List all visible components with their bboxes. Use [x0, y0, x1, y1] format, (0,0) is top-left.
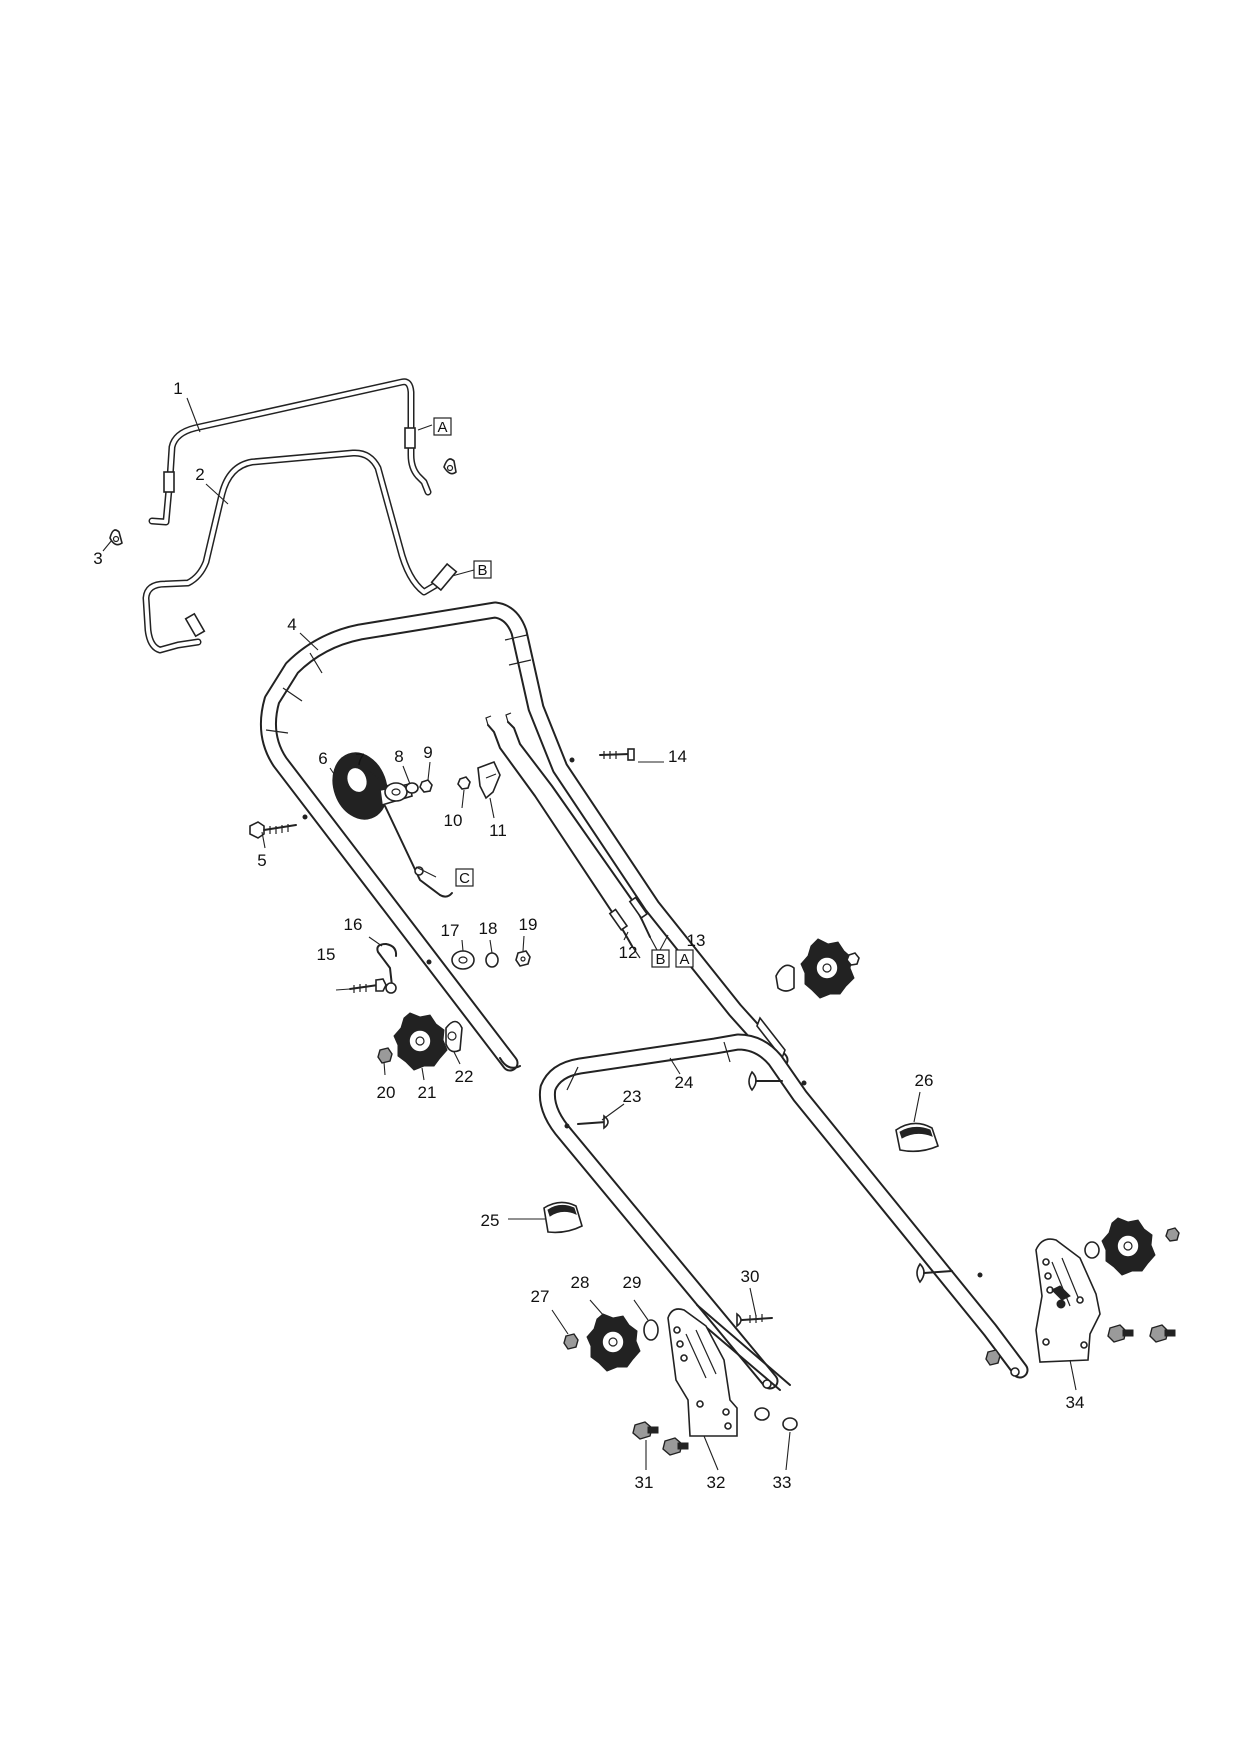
part-22-cam-lever: [445, 1020, 463, 1053]
bracket-right-nut: [985, 1227, 1180, 1366]
callout-14: 14: [668, 747, 687, 766]
callout-11: 11: [489, 821, 507, 840]
part-16-hairpin-clip: [376, 943, 398, 994]
callout-29: 29: [623, 1273, 642, 1292]
part-2-blade-control-bail: [142, 449, 458, 654]
part-18-lock-washer: [485, 952, 499, 968]
part-1-drive-control-bail: [148, 378, 432, 526]
callout-26: 26: [915, 1071, 934, 1090]
callout-15: 15: [317, 945, 336, 964]
callout-31: 31: [635, 1473, 654, 1492]
ref-box-b-top: B: [473, 560, 492, 579]
callout-22: 22: [455, 1067, 474, 1086]
part-20-nut: [377, 1047, 393, 1064]
part-3-cable-clip: [109, 458, 457, 546]
part-6-control-lever: [332, 752, 453, 898]
callout-7: 7: [355, 750, 364, 769]
part-10-nut: [457, 776, 471, 790]
part-31-bolt: [632, 1421, 689, 1456]
part-28-star-knob: [586, 1313, 641, 1372]
callout-20: 20: [377, 1083, 396, 1102]
callout-34: 34: [1066, 1393, 1085, 1412]
ref-letter-c: C: [459, 870, 470, 887]
ref-box-a-top: A: [433, 417, 452, 436]
part-21-star-knob: [393, 1012, 448, 1071]
ref-box-c: C: [455, 868, 474, 887]
part-17-washer: [451, 950, 475, 970]
callout-10: 10: [444, 811, 463, 830]
part-27-nut: [563, 1333, 579, 1350]
callout-17: 17: [441, 921, 460, 940]
part-12-13-control-cables: [485, 712, 658, 959]
callout-23: 23: [623, 1087, 642, 1106]
part-29-washer: [643, 1319, 659, 1341]
callout-13: 13: [687, 931, 706, 950]
part-32-height-bracket-left: [667, 1308, 738, 1437]
part-4-upper-handle: [259, 601, 789, 1072]
part-25-cable-clip: [543, 1201, 583, 1234]
leader-lines: [102, 397, 1077, 1471]
ref-letter-a-bottom: A: [679, 951, 689, 968]
part-19-nut: [515, 950, 531, 967]
callout-33: 33: [773, 1473, 792, 1492]
part-26-cable-clip: [895, 1122, 939, 1153]
callout-21: 21: [418, 1083, 437, 1102]
callout-8: 8: [394, 747, 403, 766]
callout-27: 27: [531, 1287, 550, 1306]
part-24-lower-handle: [538, 1033, 1029, 1391]
callout-32: 32: [707, 1473, 726, 1492]
part-14-bolt: [599, 748, 635, 761]
callout-4: 4: [287, 615, 296, 634]
bracket-right-knob: [1101, 1217, 1156, 1276]
bracket-right-washer: [1084, 1241, 1100, 1259]
callout-2: 2: [195, 465, 204, 484]
part-11-cable-bracket: [477, 760, 501, 800]
ref-letter-b-bottom: B: [655, 951, 665, 968]
part-9-nut: [419, 779, 433, 793]
callout-16: 16: [344, 915, 363, 934]
part-23-pin: [577, 1114, 609, 1130]
callout-24: 24: [675, 1073, 694, 1092]
callout-9: 9: [423, 743, 432, 762]
carriage-bolt-lower: [916, 1262, 953, 1284]
callout-30: 30: [741, 1267, 760, 1286]
ref-letter-a-top: A: [437, 419, 447, 436]
callout-19: 19: [519, 915, 538, 934]
callout-25: 25: [481, 1211, 500, 1230]
upper-handle-knob-assembly: [775, 938, 860, 999]
part-5-bolt: [249, 821, 297, 839]
callout-6: 6: [318, 749, 327, 768]
callout-3: 3: [93, 549, 102, 568]
part-30-bolt: [736, 1312, 773, 1328]
bracket-right-bolt: [1107, 1324, 1176, 1343]
part-15-bolt: [349, 978, 387, 993]
callout-5: 5: [257, 851, 266, 870]
callout-1: 1: [173, 379, 182, 398]
callout-12: 12: [619, 943, 638, 962]
ref-box-b-bottom: B: [651, 949, 670, 968]
part-34-height-bracket-right: [1035, 1238, 1101, 1363]
part-7-washer: [384, 782, 408, 802]
callout-28: 28: [571, 1273, 590, 1292]
callout-18: 18: [479, 919, 498, 938]
carriage-bolt: [748, 1070, 783, 1092]
part-8-washer: [405, 782, 419, 794]
ref-box-a-bottom: A: [675, 949, 694, 968]
reference-letters: A B C B A: [433, 417, 694, 968]
callout-numbers: 1 2 3 4 5 6 7 8 9 10 11 12 13 14 15 16 1…: [93, 379, 1084, 1492]
part-33-washer: [754, 1407, 798, 1431]
ref-letter-b-top: B: [477, 562, 487, 579]
